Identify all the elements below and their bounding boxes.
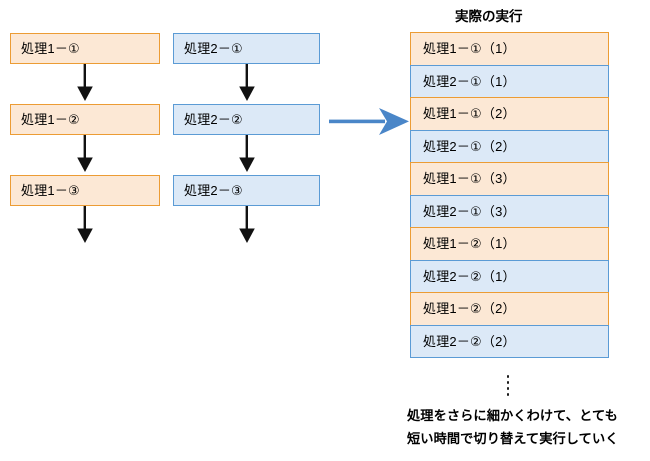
flow-2-step-2-box: 処理2－② (173, 104, 320, 135)
flow-1-step-1-box: 処理1－① (10, 33, 160, 64)
vertical-ellipsis-icon (504, 375, 512, 396)
timeline-row: 処理2－②（1） (410, 259, 609, 294)
flow-1-step-2-box: 処理1－② (10, 104, 160, 135)
caption-line-2: 短い時間で切り替えて実行していく (407, 431, 619, 446)
flow-2-step-1-label: 処理2－① (184, 41, 243, 56)
timeline-row: 処理2－①（1） (410, 64, 609, 99)
ellipsis-dot (506, 380, 510, 384)
ellipsis-dot (506, 392, 510, 396)
timeline-list: 処理1－①（1） 処理2－①（1） 処理1－①（2） 処理2－①（2） 処理1－… (410, 32, 609, 359)
timeline-row-label: 処理2－②（2） (423, 333, 516, 349)
flow-1-step-1-label: 処理1－① (21, 41, 80, 56)
timeline-row-label: 処理1－②（2） (423, 301, 516, 317)
timeline-row-label: 処理2－①（1） (423, 73, 516, 89)
flow-2-arrow-2-icon (238, 135, 256, 173)
timeline-row-label: 処理2－①（2） (423, 138, 516, 154)
flow-2-step-3-box: 処理2－③ (173, 175, 320, 206)
timeline-row-label: 処理2－①（3） (423, 203, 516, 219)
timeline-row: 処理1－①（1） (410, 32, 609, 66)
timeline-row-label: 処理1－②（1） (423, 236, 516, 252)
transition-arrow-right-icon (329, 106, 411, 140)
flow-2-step-2-label: 処理2－② (184, 112, 243, 127)
caption: 処理をさらに細かくわけて、とても 短い時間で切り替えて実行していく (407, 404, 647, 450)
timeline-row: 処理1－②（1） (410, 227, 609, 261)
flow-2-arrow-1-icon (238, 64, 256, 102)
timeline-row: 処理2－①（2） (410, 129, 609, 164)
timeline-row: 処理1－②（2） (410, 292, 609, 326)
flow-1-arrow-2-icon (76, 135, 94, 173)
flow-2-step-3-label: 処理2－③ (184, 183, 243, 198)
timeline-row: 処理2－②（2） (410, 324, 609, 359)
timeline-row: 処理1－①（3） (410, 162, 609, 196)
flow-2-arrow-3-icon (238, 206, 256, 244)
ellipsis-dot (506, 386, 510, 390)
timeline-row-label: 処理1－①（3） (423, 171, 516, 187)
flow-2-step-1-box: 処理2－① (173, 33, 320, 64)
ellipsis-dot (506, 375, 510, 378)
flow-1-arrow-3-icon (76, 206, 94, 244)
flow-1-step-2-label: 処理1－② (21, 112, 80, 127)
caption-line-1: 処理をさらに細かくわけて、とても (407, 408, 618, 423)
flow-1-step-3-box: 処理1－③ (10, 175, 160, 206)
timeline-row: 処理2－①（3） (410, 194, 609, 229)
flow-1-arrow-1-icon (76, 64, 94, 102)
timeline-row-label: 処理1－①（1） (423, 41, 516, 57)
timeline-row-label: 処理2－②（1） (423, 268, 516, 284)
flow-1-step-3-label: 処理1－③ (21, 183, 80, 198)
timeline-title: 実際の実行 (455, 9, 523, 24)
timeline-row-label: 処理1－①（2） (423, 106, 516, 122)
timeline-row: 処理1－①（2） (410, 97, 609, 131)
